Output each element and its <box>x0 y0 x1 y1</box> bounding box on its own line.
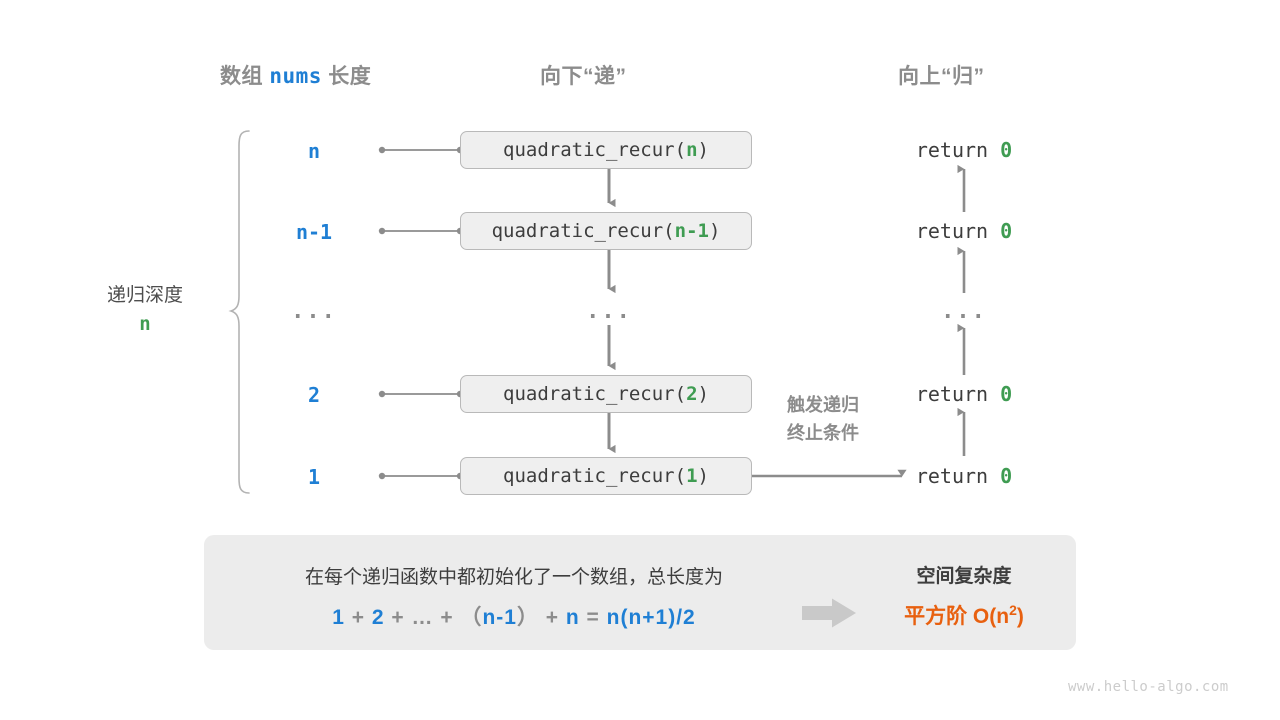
termination-note-line2: 终止条件 <box>787 422 859 443</box>
formula-token-0: 1 <box>332 606 345 629</box>
call-prefix-row-0: quadratic_recur( <box>503 139 687 161</box>
recursion-depth-value: n <box>139 313 151 336</box>
complexity-title: 空间复杂度 <box>916 566 1012 587</box>
function-call-box-row-3: quadratic_recur(2) <box>460 375 752 413</box>
return-ellipsis-row-2: ... <box>941 299 987 324</box>
formula-token-8: n(n+1)/2 <box>606 606 696 629</box>
termination-note: 触发递归 终止条件 <box>758 392 888 448</box>
column-header-array-length: 数组 nums 长度 <box>220 60 371 90</box>
call-suffix-row-3: ) <box>697 383 709 405</box>
size-label-row-0: n <box>307 139 321 163</box>
function-call-box-row-1: quadratic_recur(n-1) <box>460 212 752 250</box>
return-text-row-0: return <box>915 138 1001 162</box>
column-header-recurse-down: 向下“递” <box>540 65 627 88</box>
call-arg-row-0: n <box>686 139 698 161</box>
recursion-depth-text: 递归深度 <box>106 285 183 306</box>
watermark: www.hello-algo.com <box>1068 679 1229 695</box>
complexity-suffix: ) <box>1016 605 1024 628</box>
termination-note-line1: 触发递归 <box>787 395 859 415</box>
call-suffix-row-1: ) <box>708 220 721 242</box>
formula-token-1: + <box>344 606 372 629</box>
complexity-exponent: 2 <box>1009 602 1017 618</box>
summary-formula: 1 + 2 + … + （n-1） + n = n(n+1)/2 <box>234 601 794 631</box>
call-prefix-row-3: quadratic_recur( <box>503 383 687 405</box>
complexity-value: 平方阶 O(n2) <box>864 600 1064 630</box>
return-text-row-3: return <box>915 382 1001 406</box>
formula-token-2: 2 <box>371 606 385 629</box>
return-statement-row-3: return 0 <box>864 382 1064 406</box>
return-value-row-1: 0 <box>1000 219 1013 243</box>
function-call-box-row-4: quadratic_recur(1) <box>460 457 752 495</box>
call-arg-row-3: 2 <box>686 383 698 405</box>
complexity-prefix: 平方阶 O(n <box>904 605 1010 628</box>
call-suffix-row-0: ) <box>697 139 709 161</box>
right-arrow-icon <box>802 598 856 628</box>
size-label-row-1: n-1 <box>295 220 333 244</box>
column-header-return-up: 向上“归” <box>898 65 985 88</box>
summary-description: 在每个递归函数中都初始化了一个数组，总长度为 <box>304 567 723 588</box>
recursion-depth-label: 递归深度 n <box>60 281 230 340</box>
call-suffix-row-4: ) <box>697 465 709 487</box>
size-label-row-3: 2 <box>307 383 321 407</box>
return-value-row-0: 0 <box>1000 138 1013 162</box>
depth-brace <box>228 130 250 494</box>
return-text-row-1: return <box>915 219 1001 243</box>
function-call-ellipsis-row-2: ... <box>586 299 632 324</box>
size-label-row-2: ... <box>291 299 337 324</box>
return-value-row-4: 0 <box>1000 464 1013 488</box>
formula-token-7: = <box>579 606 607 629</box>
return-text-row-4: return <box>915 464 1001 488</box>
header-left-prefix: 数组 <box>220 65 270 88</box>
formula-token-3: + … + （ <box>384 606 483 629</box>
call-prefix-row-4: quadratic_recur( <box>503 465 687 487</box>
summary-panel: 在每个递归函数中都初始化了一个数组，总长度为 1 + 2 + … + （n-1）… <box>204 535 1076 650</box>
call-arg-row-4: 1 <box>686 465 698 487</box>
return-statement-row-0: return 0 <box>864 138 1064 162</box>
return-statement-row-1: return 0 <box>864 219 1064 243</box>
formula-token-4: n-1 <box>482 606 517 629</box>
function-call-box-row-0: quadratic_recur(n) <box>460 131 752 169</box>
formula-token-6: n <box>565 606 580 629</box>
header-left-suffix: 长度 <box>321 65 372 88</box>
call-prefix-row-1: quadratic_recur( <box>491 220 675 242</box>
return-value-row-3: 0 <box>1000 382 1013 406</box>
return-statement-row-4: return 0 <box>864 464 1064 488</box>
call-arg-row-1: n-1 <box>674 220 709 242</box>
size-to-box-connectors <box>378 146 464 480</box>
header-left-mono: nums <box>269 64 322 88</box>
size-label-row-4: 1 <box>307 465 321 489</box>
formula-token-5: ） + <box>516 606 566 629</box>
